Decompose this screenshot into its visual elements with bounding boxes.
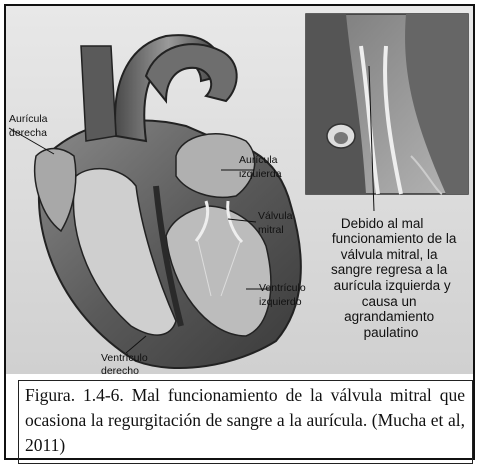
figure-caption: Figura. 1.4-6. Mal funcionamiento de la … (25, 383, 465, 458)
mitral-valve-inset (306, 14, 468, 194)
caption-box: Figura. 1.4-6. Mal funcionamiento de la … (18, 380, 473, 464)
